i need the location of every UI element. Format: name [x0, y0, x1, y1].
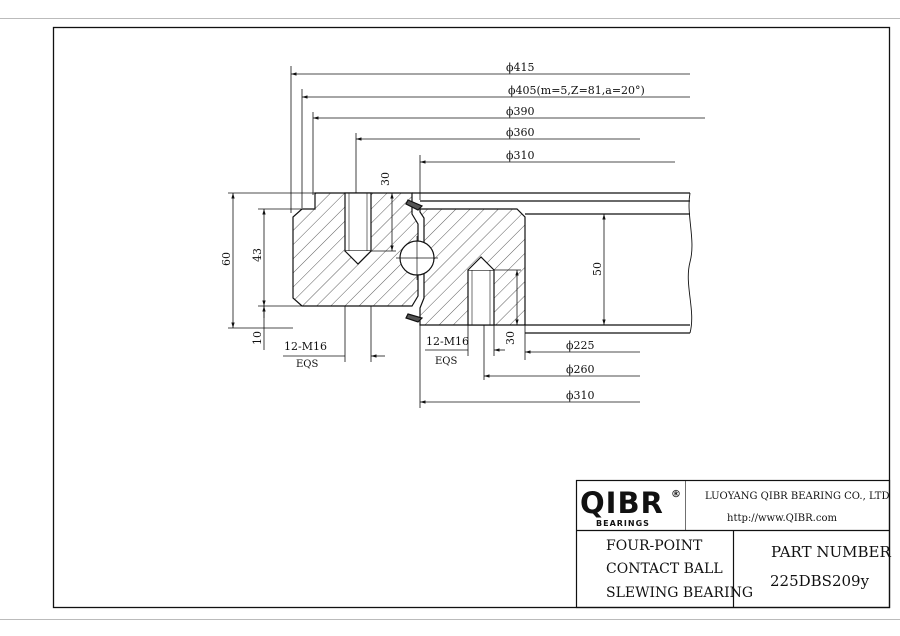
logo-sub: BEARINGS [596, 519, 650, 528]
dim-h50: 50 [591, 262, 604, 276]
inner-holes-spec: 12-M16 [426, 335, 469, 348]
dimension-lines [228, 66, 705, 408]
dim-hole-depth-bottom: 30 [504, 331, 517, 345]
inner-bolt-hole-tip [467, 256, 495, 271]
company-logo: QIBR ® BEARINGS [580, 486, 681, 528]
dim-d360: ϕ360 [506, 126, 535, 139]
dim-d225: ϕ225 [566, 339, 595, 352]
outer-holes-spec: 12-M16 [284, 340, 327, 353]
dim-d310-bottom: ϕ310 [566, 389, 595, 402]
drawing-frame [52, 26, 891, 609]
bottom-seal [405, 313, 424, 323]
dim-h10: 10 [251, 331, 264, 345]
outer-holes-eqs: EQS [296, 359, 318, 370]
top-seal [405, 199, 424, 211]
description-line-1: FOUR-POINT [606, 538, 703, 554]
dim-hole-depth-top: 30 [379, 172, 392, 186]
title-block [575, 479, 891, 609]
company-website: http://www.QIBR.com [727, 513, 837, 524]
description-line-3: SLEWING BEARING [606, 585, 753, 601]
part-number-value: 225DBS209y [770, 572, 870, 590]
logo-mark: ® [671, 489, 681, 500]
dim-d405: ϕ405(m=5,Z=81,a=20°) [508, 84, 645, 97]
inner-bolt-hole [467, 269, 495, 326]
outer-bolt-hole-tip [344, 250, 372, 265]
inner-holes-eqs: EQS [435, 356, 457, 367]
company-name: LUOYANG QIBR BEARING CO., LTD [705, 491, 889, 502]
break-line [687, 192, 693, 334]
description-line-2: CONTACT BALL [606, 561, 723, 577]
dim-d260: ϕ260 [566, 363, 595, 376]
dim-h60: 60 [220, 252, 233, 266]
part-number-label: PART NUMBER [771, 543, 891, 561]
dim-d415: ϕ415 [506, 61, 535, 74]
dim-d390: ϕ390 [506, 105, 535, 118]
logo-text: QIBR [580, 486, 664, 520]
dim-d310-top: ϕ310 [506, 149, 535, 162]
bearing-cross-section [292, 192, 693, 334]
dim-h43: 43 [251, 248, 264, 262]
